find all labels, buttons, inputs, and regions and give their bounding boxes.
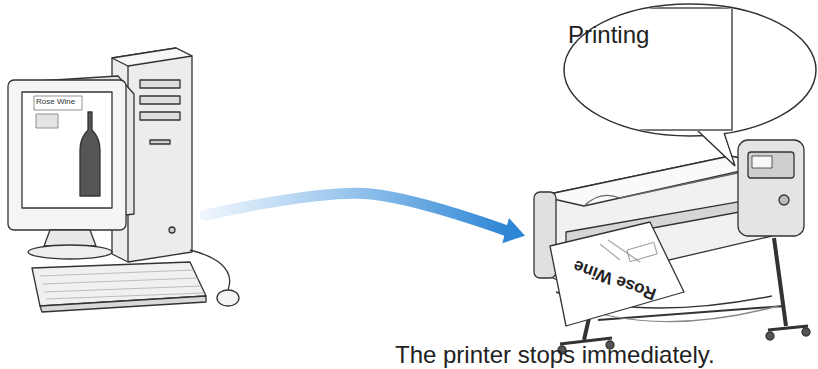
- printer-illustration: [534, 140, 810, 354]
- screen-text: Rose Wine: [36, 98, 75, 107]
- computer-node: Rose Wine: [0, 80, 205, 340]
- status-text: Printing: [568, 22, 649, 48]
- bubble-tail-fill: [700, 129, 733, 162]
- display-panel: [552, 8, 732, 130]
- flow-arrow: [205, 193, 508, 231]
- connector-group: [205, 193, 525, 243]
- arrow-head: [502, 218, 525, 243]
- speech-bubble: Printing: [548, 0, 818, 150]
- printer-node: Rose Wine: [525, 130, 810, 355]
- computer-illustration: [8, 48, 239, 312]
- caption-text: The printer stops immediately.: [395, 341, 715, 369]
- printout-text: Rose Wine: [565, 253, 665, 305]
